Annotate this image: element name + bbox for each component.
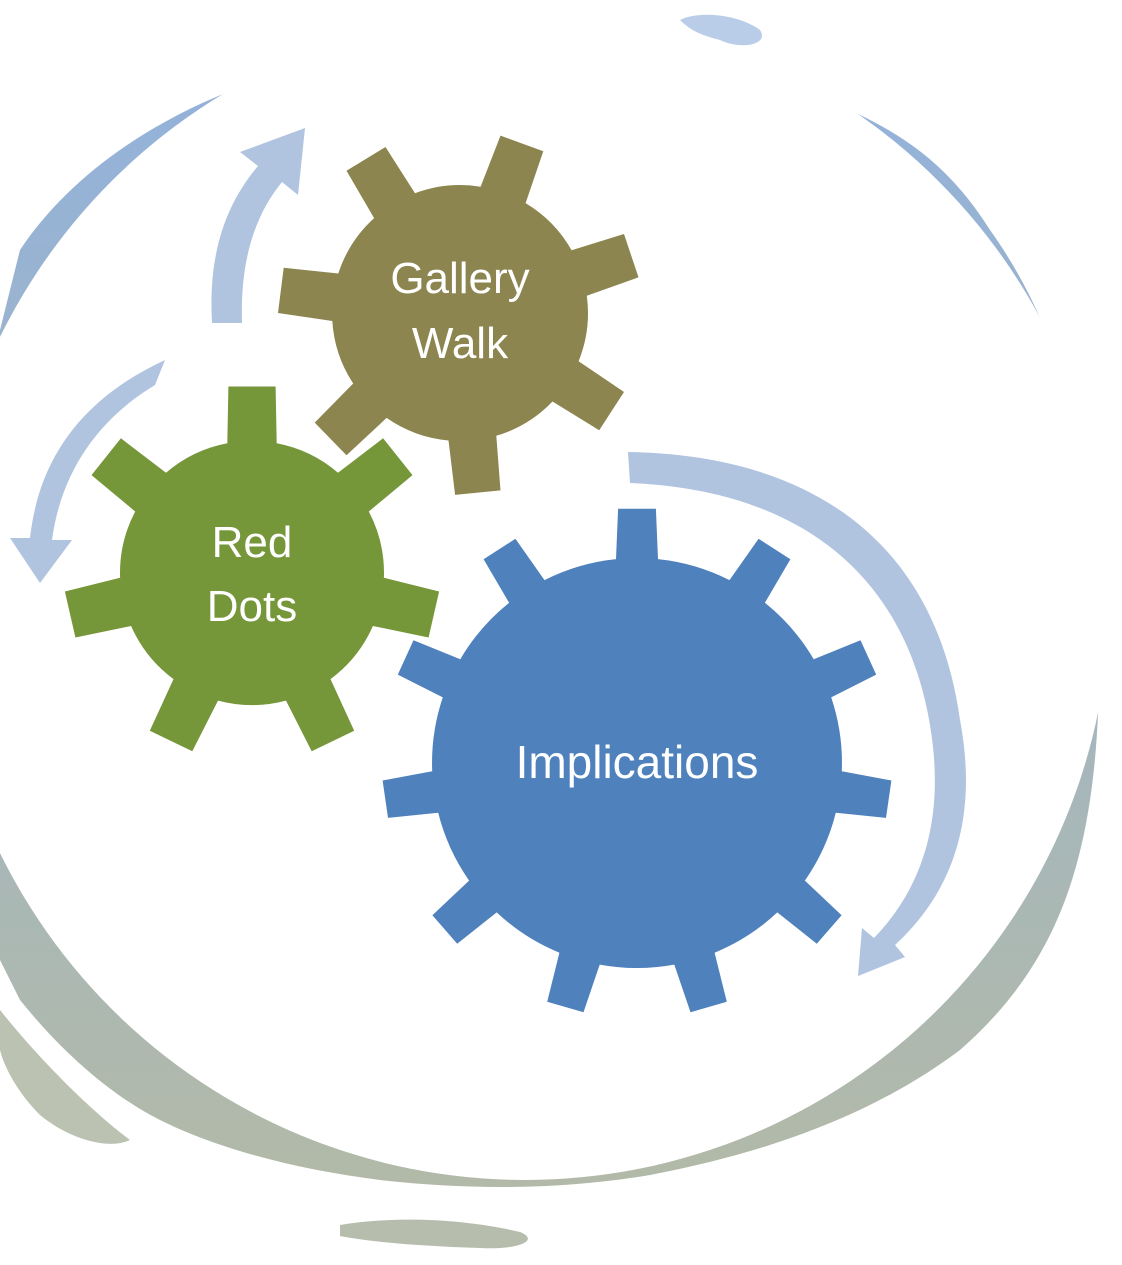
gear-implications-shape (382, 508, 892, 1013)
gear-gallery-walk: Gallery Walk (278, 135, 639, 495)
watercolor-splash (680, 14, 762, 46)
gear-red-dots-label-line1: Red (212, 518, 293, 567)
gear-implications-label: Implications (516, 736, 759, 788)
arrow-down-to-left (10, 360, 165, 583)
gear-gallery-walk-label-line2: Walk (412, 319, 509, 368)
gear-red-dots-label-line2: Dots (207, 582, 297, 631)
cycle-arrows (10, 128, 966, 976)
gear-gallery-walk-shape (278, 135, 639, 495)
watercolor-left-smear (0, 1010, 130, 1144)
arrow-up-to-gallery (211, 128, 305, 323)
gear-gallery-walk-label-line1: Gallery (390, 254, 529, 303)
gear-implications: Implications (382, 508, 892, 1013)
gear-red-dots: Red Dots (64, 386, 440, 752)
arrow-around-implications (628, 452, 966, 976)
gear-red-dots-shape (64, 386, 440, 752)
watercolor-drip (340, 1219, 528, 1249)
